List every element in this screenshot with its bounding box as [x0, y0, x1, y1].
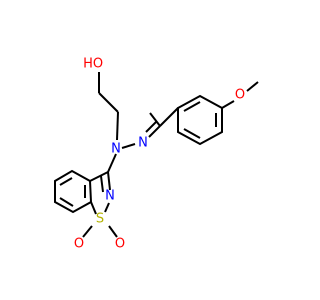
- sulfonyl-oxygen-left-label: O: [74, 237, 84, 252]
- hydrazone-nitrogen-label: N: [138, 136, 148, 151]
- bond-s-c7a: [90, 201, 97, 215]
- bond-n-c3: [107, 153, 117, 173]
- benzo-double-2: [59, 197, 74, 207]
- bond-n-n: [121, 143, 136, 149]
- bond-c3a-c3: [89, 171, 109, 182]
- bond-c3-n: [107, 171, 111, 191]
- methoxy-oxygen-label: O: [235, 88, 245, 103]
- bond-c3-n-double: [100, 175, 104, 193]
- molecule-diagram: O H N N O N S O O: [54, 56, 259, 252]
- bond-s-o-left: [82, 225, 93, 238]
- methoxyphenyl-ring: [177, 94, 223, 146]
- bond-methylidene-to-ring: [159, 107, 179, 127]
- sulfur-label: S: [96, 212, 104, 227]
- ring-nitrogen-label: N: [105, 189, 115, 204]
- bond-n-ch: [148, 125, 161, 138]
- bond-chain-2: [116, 111, 119, 141]
- hydroxyl-hydrogen-label: H: [83, 57, 93, 72]
- bond-ch-n-double: [145, 121, 157, 133]
- bond-chain-1: [98, 92, 119, 113]
- methoxyphenyl-double-1: [183, 101, 201, 112]
- benzo-double-1: [59, 177, 73, 186]
- bond-s-o-right: [108, 225, 118, 238]
- bond-o-methyl: [246, 81, 259, 92]
- atom-label-layer: O H N N O N S O O: [74, 57, 245, 252]
- bond-layer: [54, 72, 259, 238]
- bond-aryl-o: [221, 100, 235, 109]
- sulfonyl-oxygen-right-label: O: [115, 237, 125, 252]
- methoxyphenyl-double-3: [183, 128, 201, 139]
- bond-n-s: [104, 202, 110, 213]
- amine-nitrogen-label: N: [111, 142, 121, 157]
- hydroxyl-oxygen-label: O: [93, 57, 103, 72]
- bond-ch-to-methylene: [149, 112, 161, 127]
